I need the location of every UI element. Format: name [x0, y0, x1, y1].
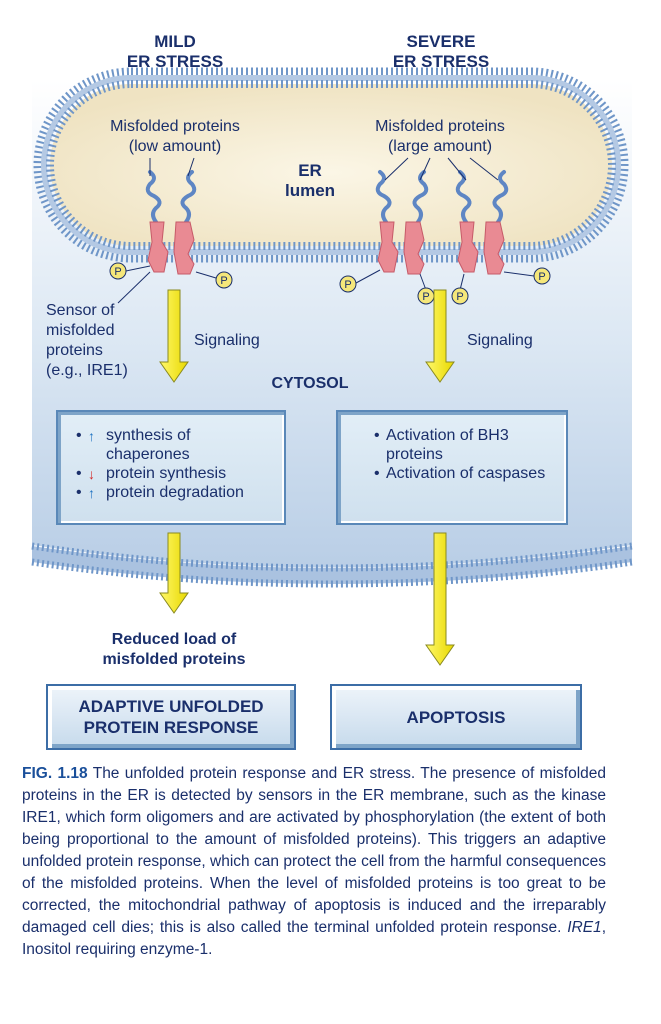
mild-stress-header: MILD ER STRESS [100, 32, 250, 72]
left-misfolded-line1: Misfolded proteins [110, 118, 240, 135]
sensor-label: Sensor of misfolded proteins (e.g., IRE1… [46, 301, 156, 381]
apoptosis-box: APOPTOSIS [330, 684, 582, 750]
list-item: • ↑ synthesis of chaperones [74, 426, 272, 464]
phosphate-label: P [456, 291, 463, 303]
phosphate-icon [215, 271, 233, 289]
severe-stress-header: SEVERE ER STRESS [366, 32, 516, 72]
apoptotic-effects-list: • Activation of BH3 proteins • Activatio… [372, 426, 554, 483]
phosphate-icons [125, 265, 535, 291]
signaling-right-label: Signaling [467, 332, 533, 349]
adaptive-upr-box: ADAPTIVE UNFOLDED PROTEIN RESPONSE [46, 684, 296, 750]
arrow-right-outcome [425, 532, 455, 666]
caption-abbrev: IRE1 [567, 919, 602, 936]
phosphate-label: P [538, 271, 545, 283]
phosphate-label: P [220, 275, 227, 287]
signaling-arrows [159, 289, 455, 666]
phosphate-icon [339, 275, 357, 293]
left-misfolded-label: Misfolded proteins (low amount) [90, 117, 260, 157]
left-misfolded-line2: (low amount) [128, 138, 222, 155]
bullet-icon: • [76, 484, 82, 501]
severe-line2: ER STRESS [392, 52, 490, 71]
er-lumen-line2: lumen [284, 181, 336, 200]
signaling-left-label: Signaling [194, 332, 260, 349]
lower-membrane [31, 542, 633, 588]
arrow-left-signal [159, 289, 189, 383]
reduced-load-line2: misfolded proteins [102, 651, 246, 668]
mild-line2: ER STRESS [126, 52, 224, 71]
apoptosis-label: APOPTOSIS [406, 707, 506, 727]
misfolded-protein-pointer-lines [149, 157, 499, 181]
caption-text-2: , Inositol requiring enzyme-1. [22, 919, 606, 958]
phosphate-label: P [422, 291, 429, 303]
cytosol-label: CYTOSOL [271, 375, 349, 392]
phosphate-label: P [114, 266, 121, 278]
phosphate-icon [451, 287, 469, 305]
sensor-line1: Sensor of [46, 302, 115, 319]
figure-caption: FIG. 1.18 The unfolded protein response … [22, 763, 606, 961]
arrow-right-signal [425, 289, 455, 383]
reduced-load-line1: Reduced load of [111, 631, 237, 648]
er-lumen-label: ER lumen [270, 161, 350, 201]
sensor-pointer-line [117, 271, 151, 304]
figure-number: FIG. 1.18 [22, 765, 88, 782]
item-text: protein degradation [106, 484, 244, 501]
adaptive-effects-box: • ↑ synthesis of chaperones • ↓ protein … [56, 410, 286, 525]
ire1-sensor-icons [147, 221, 505, 275]
phosphate-icon [533, 267, 551, 285]
arrow-up-icon: ↑ [88, 485, 95, 501]
sensor-line3: proteins [46, 342, 103, 359]
list-item: • ↑ protein degradation [74, 483, 272, 502]
caption-text-1: The unfolded protein response and ER str… [22, 765, 606, 936]
reduced-load-label: Reduced load of misfolded proteins [74, 630, 274, 670]
right-misfolded-line2: (large amount) [387, 138, 493, 155]
adaptive-upr-line1: ADAPTIVE UNFOLDED [78, 697, 264, 716]
adaptive-effects-list: • ↑ synthesis of chaperones • ↓ protein … [74, 426, 272, 502]
item-text: protein synthesis [106, 465, 227, 482]
bullet-icon: • [374, 427, 380, 444]
bullet-icon: • [76, 465, 82, 482]
item-text: Activation of BH3 proteins [386, 427, 509, 463]
severe-line1: SEVERE [406, 32, 476, 51]
item-text: synthesis of chaperones [106, 427, 191, 463]
arrow-down-icon: ↓ [88, 466, 95, 482]
bullet-icon: • [374, 465, 380, 482]
er-membrane-outer [33, 67, 629, 263]
mild-line1: MILD [154, 32, 196, 51]
phosphate-icon [109, 262, 127, 280]
bullet-icon: • [76, 427, 82, 444]
adaptive-upr-line2: PROTEIN RESPONSE [83, 718, 259, 737]
apoptotic-effects-box: • Activation of BH3 proteins • Activatio… [336, 410, 568, 525]
arrow-left-outcome [159, 532, 189, 614]
misfolded-protein-icons [145, 170, 509, 224]
right-misfolded-label: Misfolded proteins (large amount) [355, 117, 525, 157]
sensor-line4: (e.g., IRE1) [46, 362, 128, 379]
list-item: • ↓ protein synthesis [74, 464, 272, 483]
phosphate-circles: P P P P P P [109, 262, 551, 305]
right-misfolded-line1: Misfolded proteins [375, 118, 505, 135]
item-text: Activation of caspases [386, 465, 546, 482]
list-item: • Activation of caspases [372, 464, 554, 483]
list-item: • Activation of BH3 proteins [372, 426, 554, 464]
er-lumen-line1: ER [298, 161, 322, 180]
phosphate-label: P [344, 279, 351, 291]
sensor-line2: misfolded [46, 322, 115, 339]
arrow-up-icon: ↑ [88, 428, 95, 444]
